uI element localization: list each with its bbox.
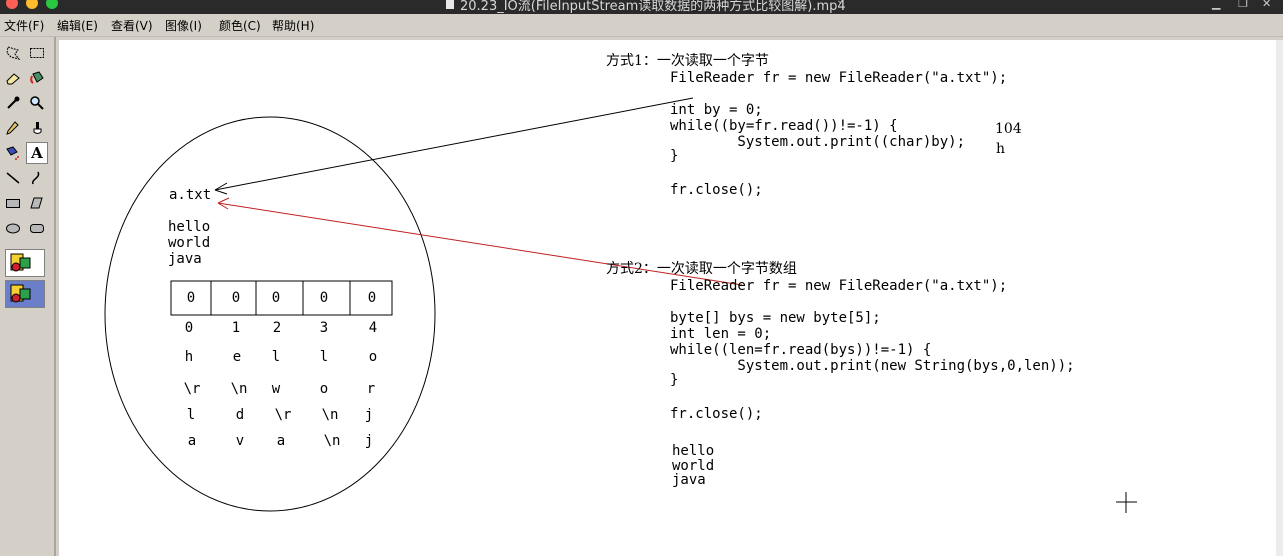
read-char: a xyxy=(276,433,286,449)
curve-icon[interactable] xyxy=(26,167,48,189)
free-select-icon[interactable] xyxy=(2,42,24,64)
read-char: \n xyxy=(321,407,339,423)
array-index: 4 xyxy=(368,320,378,336)
read-char: j xyxy=(364,407,374,423)
minimize-icon[interactable]: ▁ xyxy=(1212,0,1221,10)
method2-line-2: byte[] bys = new byte[5]; xyxy=(670,310,881,326)
fill-option-outline[interactable] xyxy=(5,249,45,277)
read-char: \n xyxy=(323,433,341,449)
array-index: 1 xyxy=(231,320,241,336)
method1-line-7: fr.close(); xyxy=(670,182,763,198)
array-index: 2 xyxy=(272,320,282,336)
airbrush-icon[interactable] xyxy=(2,142,24,164)
read-char: l xyxy=(319,349,329,365)
method1-heading: 方式1：一次读取一个字节 xyxy=(606,53,769,69)
close-icon[interactable]: ✕ xyxy=(1262,0,1272,10)
file-name: a.txt xyxy=(169,187,212,203)
method2-output-2: java xyxy=(672,472,706,488)
menu-bar: 文件(F) 编辑(E) 查看(V) 图像(I) 颜色(C) 帮助(H) xyxy=(0,14,1283,37)
document-icon xyxy=(446,0,454,9)
method2-line-4: while((len=fr.read(bys))!=-1) { xyxy=(670,342,932,358)
read-char: \r xyxy=(274,407,292,423)
minimize-window-button[interactable] xyxy=(26,0,38,9)
method2-output-0: hello xyxy=(672,443,715,459)
menu-view[interactable]: 查看(V) xyxy=(111,19,153,33)
menu-color[interactable]: 颜色(C) xyxy=(219,19,261,33)
pencil-icon[interactable] xyxy=(2,117,24,139)
read-char: w xyxy=(271,381,281,397)
magnifier-icon[interactable] xyxy=(26,92,48,114)
fill-option-filled[interactable] xyxy=(5,280,45,308)
array-cell: 0 xyxy=(271,290,281,306)
read-char: l xyxy=(186,407,196,423)
method2-heading: 方式2：一次读取一个字节数组 xyxy=(606,261,797,277)
ellipse-icon[interactable] xyxy=(2,217,24,239)
method2-line-3: int len = 0; xyxy=(670,326,772,342)
read-char: o xyxy=(319,381,329,397)
read-char: \r xyxy=(183,381,201,397)
method2-line-8: fr.close(); xyxy=(670,406,763,422)
method1-line-5: } xyxy=(670,148,679,164)
close-window-button[interactable] xyxy=(6,0,18,9)
fill-icon[interactable] xyxy=(26,67,48,89)
file-line-2: java xyxy=(168,251,202,267)
method2-line-5: System.out.print(new String(bys,0,len)); xyxy=(670,358,1075,374)
chevron-down-icon[interactable]: ⌄ xyxy=(836,0,845,6)
restore-icon[interactable]: ❐ xyxy=(1238,0,1248,10)
method1-output-1: h xyxy=(996,141,1006,157)
read-char: \n xyxy=(230,381,248,397)
array-cell: 0 xyxy=(367,290,377,306)
polygon-icon[interactable] xyxy=(26,192,48,214)
title-bar: 20.23_IO流(FileInputStream读取数据的两种方式比较图解).… xyxy=(0,0,1283,14)
method1-line-3: while((by=fr.read())!=-1) { xyxy=(670,118,898,134)
zoom-window-button[interactable] xyxy=(46,0,58,9)
rectangle-icon[interactable] xyxy=(2,192,24,214)
array-cell: 0 xyxy=(186,290,196,306)
toolbox: A xyxy=(0,37,56,556)
method2-line-6: } xyxy=(670,372,679,388)
rect-select-icon[interactable] xyxy=(26,42,48,64)
read-char: a xyxy=(187,433,197,449)
menu-image[interactable]: 图像(I) xyxy=(165,19,202,33)
menu-help[interactable]: 帮助(H) xyxy=(272,19,315,33)
method2-output-1: world xyxy=(672,458,715,474)
array-index: 3 xyxy=(319,320,329,336)
method1-line-4: System.out.print((char)by); xyxy=(670,134,966,150)
brush-icon[interactable] xyxy=(26,117,48,139)
method1-line-2: int by = 0; xyxy=(670,102,763,118)
window-title: 20.23_IO流(FileInputStream读取数据的两种方式比较图解).… xyxy=(460,0,846,14)
color-picker-icon[interactable] xyxy=(2,92,24,114)
read-char: r xyxy=(366,381,376,397)
menu-file[interactable]: 文件(F) xyxy=(4,19,45,33)
read-char: j xyxy=(364,433,374,449)
read-char: h xyxy=(184,349,194,365)
read-char: e xyxy=(232,349,242,365)
vertical-scrollbar[interactable] xyxy=(1276,40,1283,556)
method1-output-0: 104 xyxy=(995,121,1022,137)
read-char: v xyxy=(235,433,245,449)
text-tool-icon[interactable]: A xyxy=(26,142,48,164)
file-line-1: world xyxy=(168,235,211,251)
array-cell: 0 xyxy=(231,290,241,306)
method1-line-0: FileReader fr = new FileReader("a.txt"); xyxy=(670,70,1008,86)
eraser-icon[interactable] xyxy=(2,67,24,89)
file-line-0: hello xyxy=(168,219,211,235)
read-char: d xyxy=(235,407,245,423)
line-icon[interactable] xyxy=(2,167,24,189)
menu-edit[interactable]: 编辑(E) xyxy=(57,19,98,33)
array-index: 0 xyxy=(184,320,194,336)
rounded-rect-icon[interactable] xyxy=(26,217,48,239)
read-char: l xyxy=(271,349,281,365)
read-char: o xyxy=(368,349,378,365)
method2-line-0: FileReader fr = new FileReader("a.txt"); xyxy=(670,278,1008,294)
array-cell: 0 xyxy=(319,290,329,306)
